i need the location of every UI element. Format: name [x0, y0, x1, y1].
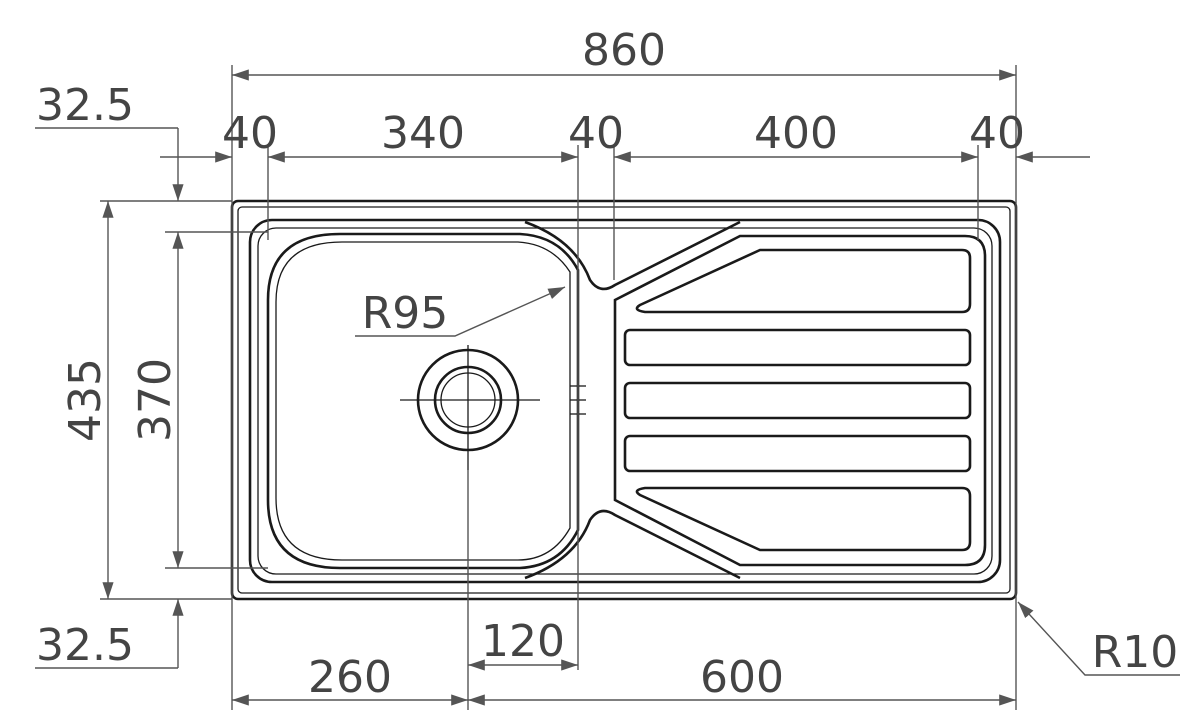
left-margin-label: 40 [222, 108, 278, 159]
top-offset-label: 32.5 [36, 80, 134, 131]
drainer-width-label: 400 [754, 108, 838, 159]
bowl-depth-label: 370 [130, 358, 181, 442]
corner-radius-label: R10 [1092, 627, 1179, 678]
middle-margin-label: 40 [568, 108, 624, 159]
bowl-radius-label: R95 [362, 288, 449, 339]
drain-to-right-label: 600 [700, 652, 784, 703]
bowl-width-label: 340 [381, 108, 465, 159]
extension-lines [35, 65, 1017, 710]
drain-center-label: 260 [308, 652, 392, 703]
drain [400, 345, 586, 470]
overall-width-label: 860 [582, 25, 666, 76]
drainer [613, 234, 987, 567]
right-margin-label: 40 [969, 108, 1025, 159]
drain-offset-label: 120 [481, 616, 565, 667]
overall-depth-label: 435 [60, 358, 111, 442]
dimension-lines [102, 69, 1180, 706]
bottom-offset-label: 32.5 [36, 620, 134, 671]
